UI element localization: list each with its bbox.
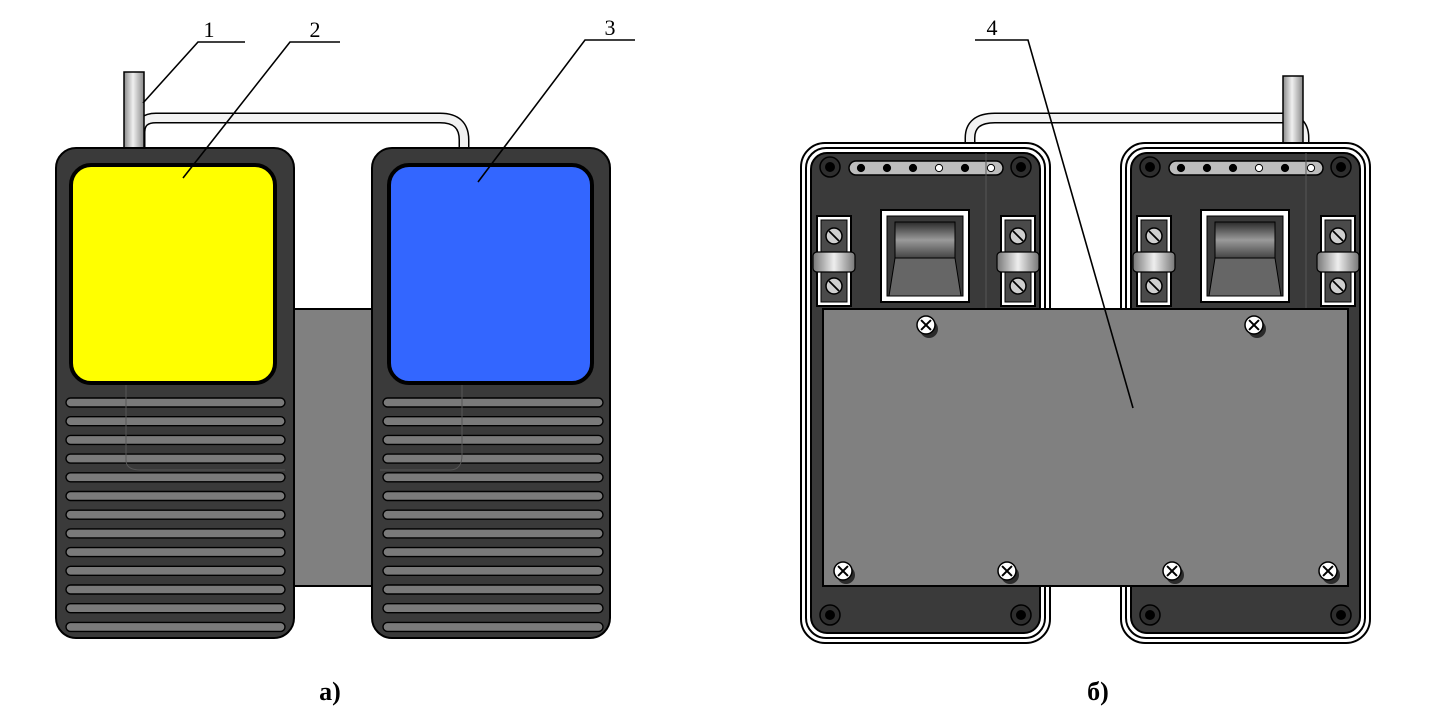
housing-internals <box>1132 153 1360 626</box>
grip-rib <box>382 490 604 502</box>
grip-rib <box>382 397 604 408</box>
grip-rib <box>65 434 286 446</box>
label-yellow-pedal: 2 <box>310 17 321 42</box>
cable-strip <box>848 160 1004 176</box>
grip-rib <box>382 416 604 427</box>
grip-rib <box>382 565 604 576</box>
leader-lines <box>142 39 1134 409</box>
grip-rib <box>65 621 286 633</box>
front-view <box>55 71 611 639</box>
caption-back-view: б) <box>1087 677 1109 706</box>
grip-rib <box>65 565 286 576</box>
label-cover-plate: 4 <box>987 15 998 40</box>
grip-rib <box>65 490 286 502</box>
grip-rib <box>382 528 604 539</box>
cover-plate <box>822 308 1349 587</box>
connecting-cable <box>134 112 470 150</box>
grip-rib <box>382 621 604 633</box>
blue-pedal-pad <box>387 163 594 385</box>
grip-rib <box>65 584 286 595</box>
grip-rib <box>382 472 604 483</box>
caption-front-view: а) <box>319 677 341 706</box>
back-rod <box>1282 75 1304 151</box>
connector-plate <box>289 308 379 587</box>
grip-rib <box>382 453 604 464</box>
grip-rib <box>65 509 286 520</box>
grip-rib <box>65 453 286 464</box>
rod <box>123 71 145 155</box>
grip-rib <box>382 603 604 614</box>
label-rod: 1 <box>204 17 215 42</box>
label-blue-pedal: 3 <box>605 15 616 40</box>
back-internal-details <box>812 153 1360 626</box>
grip-rib <box>65 528 286 539</box>
grip-rib <box>65 416 286 427</box>
grip-rib <box>65 472 286 483</box>
grip-rib <box>382 509 604 520</box>
yellow-pedal-pad <box>69 163 277 385</box>
cover-screws <box>833 315 1340 584</box>
housing-internals <box>812 153 1040 626</box>
grip-rib <box>65 397 286 408</box>
cable-strip <box>1168 160 1324 176</box>
back-view <box>800 75 1371 644</box>
grip-rib <box>382 584 604 595</box>
grip-rib <box>65 603 286 614</box>
right-ribs <box>382 397 604 633</box>
left-ribs <box>65 397 286 633</box>
grip-rib <box>382 434 604 446</box>
grip-rib <box>65 546 286 558</box>
grip-rib <box>382 546 604 558</box>
